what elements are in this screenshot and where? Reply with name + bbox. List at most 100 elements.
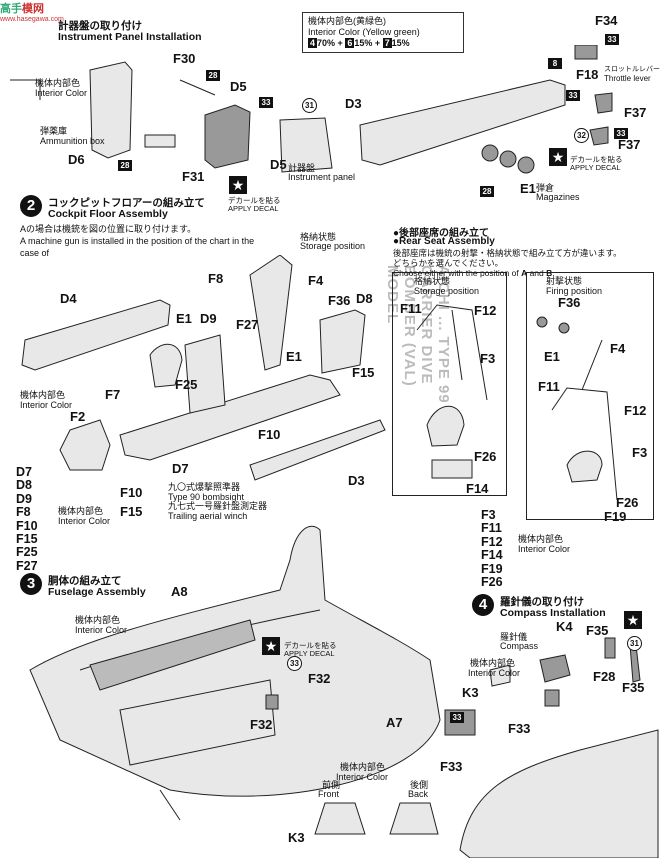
rs-a-f26: F26: [474, 449, 497, 464]
list-f8: F8: [16, 505, 31, 520]
part-d5-b: D5: [270, 157, 287, 172]
mix-4-pct: 70% +: [317, 38, 343, 48]
step1-interior-en: Interior Color: [35, 88, 88, 98]
step3-title-en: Fuselage Assembly: [48, 586, 146, 598]
front-en: Front: [318, 789, 340, 799]
mag-jp: 弾倉: [536, 183, 555, 193]
seat-frame-shape: [249, 255, 293, 371]
part-d5: D5: [230, 79, 247, 94]
step3-drawing: [29, 525, 441, 821]
watermark-logo: 高手模网 www.hasegawa.com: [0, 0, 64, 23]
rear-seat-a-shape: [426, 405, 465, 447]
rear-panel-a: [392, 272, 507, 496]
step1-interior-jp: 機体内部色: [35, 78, 81, 88]
panel-en: Instrument panel: [288, 172, 356, 182]
color-box-en: Interior Color (Yellow green): [308, 27, 420, 37]
watermark-url: www.hasegawa.com: [0, 16, 64, 23]
rear-panel-shape: [319, 309, 366, 374]
rs-a-f14: F14: [466, 481, 489, 496]
bombsight-en: Type 90 bombsight: [168, 492, 245, 502]
part-f32-b: F32: [250, 717, 273, 732]
step2-note-en1: A machine gun is installed in the positi…: [20, 236, 255, 246]
list-f15: F15: [16, 532, 38, 547]
mix-7: 7: [382, 38, 392, 48]
throttle-en: Throttle lever: [604, 74, 651, 83]
rear-parts-list: F3 F11 F12 F14 F19 F26: [481, 508, 503, 590]
part-f18: F18: [576, 67, 599, 82]
step4-interior-jp: 機体内部色: [470, 658, 516, 668]
rear-b-en: Firing position: [546, 286, 603, 296]
part-d6: D6: [68, 152, 85, 167]
part-k3: K3: [288, 830, 305, 845]
rear-note-jp2: どちらかを選んでください。: [393, 258, 504, 268]
step3-interior-jp: 機体内部色: [75, 615, 121, 625]
cockpit-insert-shape: [119, 679, 276, 766]
rear-interior-jp: 機体内部色: [518, 534, 564, 544]
back-jp: 後側: [410, 780, 429, 790]
badge-28-b: 28: [118, 160, 132, 171]
panel-frame-shape: [89, 61, 133, 159]
list-f10: F10: [16, 518, 38, 533]
badge-28-c: 28: [480, 186, 494, 197]
list-d7: D7: [16, 465, 32, 479]
color-box-jp: 機体内部色(黄緑色): [308, 16, 386, 26]
throttle-jp: スロットルレバー: [604, 66, 660, 73]
part-f10: F10: [258, 427, 281, 442]
decal-jp-2: デカールを貼る: [570, 155, 623, 164]
nose-shape: [459, 729, 659, 858]
compass-en: Compass: [500, 641, 539, 651]
rear-panel-b: [526, 272, 654, 520]
winch-en: Trailing aerial winch: [168, 511, 248, 521]
part-f33-a: F33: [508, 721, 531, 736]
step4-number: 4: [472, 594, 494, 616]
watermark-site: 模网: [22, 3, 44, 15]
part-d8: D8: [356, 291, 373, 306]
watermark-brand2: 手: [11, 3, 22, 15]
bombsight-code: F10: [120, 485, 143, 500]
instrument-panel-shape: [204, 104, 251, 169]
rear-title-en: ●Rear Seat Assembly: [393, 236, 495, 247]
step1b-drawing: [359, 45, 613, 174]
floor-shape: [119, 374, 341, 461]
rear-title-jp: ●後部座席の組み立て: [393, 228, 490, 239]
rlist-f11: F11: [481, 521, 502, 536]
rs-b-f3: F3: [632, 445, 648, 460]
badge-33-d: 33: [614, 128, 628, 139]
circle-31-b: 31: [627, 636, 642, 651]
step3-number: 3: [20, 573, 42, 595]
part-d7: D7: [172, 461, 189, 476]
panel-jp: 計器盤: [288, 163, 316, 173]
part-f2: F2: [70, 409, 86, 424]
part-k4: K4: [556, 619, 573, 634]
part-f34: F34: [595, 13, 618, 28]
part-d3-b: D3: [348, 473, 365, 488]
mix-6-pct: 15% +: [354, 38, 381, 48]
ammo-jp: 弾薬庫: [40, 126, 68, 136]
step2-title-jp: コックピットフロアーの組み立て: [48, 197, 205, 209]
step2-interior-en2: Interior Color: [58, 516, 111, 526]
rlist-f26: F26: [481, 575, 503, 590]
rs-b-f4: F4: [610, 341, 626, 356]
step2-interior-en: Interior Color: [20, 400, 73, 410]
part-d9: D9: [200, 311, 217, 326]
step3-title-jp: 胴体の組み立て: [48, 575, 122, 587]
list-d9: D9: [16, 491, 32, 506]
windshield-back-shape: [389, 802, 439, 835]
part-f31: F31: [182, 169, 205, 184]
rs-b-f11: F11: [538, 379, 560, 394]
sidewall-d3-shape: [249, 419, 386, 481]
step2-storage-jp: 格納状態: [300, 232, 337, 242]
step2-storage-en: Storage position: [300, 241, 366, 251]
part-e1: E1: [520, 181, 536, 196]
decal-jp-3: デカールを貼る: [284, 641, 337, 650]
part-f37-a: F37: [624, 105, 647, 120]
rs-b-f12: F12: [624, 403, 647, 418]
part-f35-b: F35: [622, 680, 645, 695]
mix-7-pct: 15%: [391, 38, 410, 48]
part-f35-a: F35: [586, 623, 609, 638]
mag-en: Magazines: [536, 192, 580, 202]
circle-32: 32: [574, 128, 589, 143]
rs-a-f12: F12: [474, 303, 497, 318]
part-e1-a: E1: [176, 311, 192, 326]
step4-title-jp: 羅針儀の取り付け: [500, 596, 584, 608]
